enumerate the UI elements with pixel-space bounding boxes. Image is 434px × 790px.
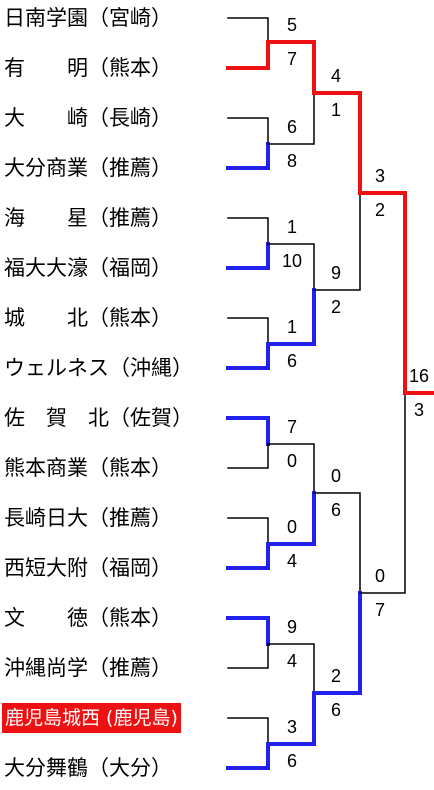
semifinal-score-bottom: 2 bbox=[374, 200, 385, 220]
round1-score-top: 6 bbox=[286, 117, 297, 137]
round2-match-bottom-path bbox=[266, 491, 316, 546]
semifinal-match-top-path bbox=[312, 91, 362, 195]
round1-score-top: 0 bbox=[286, 517, 297, 537]
semifinal-match-bottom-path bbox=[312, 591, 362, 695]
round1-score-bottom: 4 bbox=[286, 651, 297, 671]
round1-match-bottom-path bbox=[227, 643, 269, 669]
round1-match-bottom-path bbox=[226, 242, 270, 270]
round2-score-top: 0 bbox=[330, 466, 341, 486]
round1-match-top-path bbox=[227, 317, 269, 345]
team-name: 沖縄尚学（推薦） bbox=[4, 656, 172, 680]
final-match-bottom-path bbox=[359, 392, 406, 594]
team-name: 大分舞鶴（大分） bbox=[4, 756, 172, 780]
round1-score-top: 1 bbox=[286, 317, 297, 337]
round2-score-top: 9 bbox=[330, 263, 341, 283]
round2-score-bottom: 2 bbox=[330, 297, 341, 317]
round1-match-bottom-path bbox=[226, 542, 270, 570]
team-name: 城 北（熊本） bbox=[4, 306, 172, 330]
round2-match-top-path bbox=[267, 643, 315, 694]
round1-score-bottom: 4 bbox=[286, 551, 297, 571]
round2-match-bottom-path bbox=[267, 92, 315, 145]
round1-score-top: 5 bbox=[286, 15, 297, 35]
final-score-top: 16 bbox=[408, 366, 430, 386]
round1-match-bottom-path bbox=[226, 40, 270, 70]
round1-match-top-path bbox=[227, 517, 269, 545]
round1-match-bottom-path bbox=[226, 742, 270, 770]
semifinal-match-bottom-path bbox=[313, 192, 361, 291]
semifinal-score-top: 0 bbox=[374, 566, 385, 586]
team-name: 鹿児島城西 (鹿児島) bbox=[2, 703, 181, 733]
team-name: 日南学園（宮崎） bbox=[4, 6, 172, 30]
team-name: 有 明（熊本） bbox=[4, 56, 172, 80]
round2-match-bottom-path bbox=[266, 691, 316, 746]
round2-score-bottom: 6 bbox=[330, 500, 341, 520]
round2-match-top-path bbox=[267, 243, 315, 291]
round1-match-top-path bbox=[227, 117, 269, 145]
round1-score-top: 3 bbox=[286, 717, 297, 737]
round1-score-top: 9 bbox=[286, 617, 297, 637]
round1-score-top: 7 bbox=[286, 417, 297, 437]
team-name: 熊本商業（熊本） bbox=[4, 456, 172, 480]
round1-score-bottom: 0 bbox=[286, 451, 297, 471]
round2-score-top: 2 bbox=[330, 666, 341, 686]
team-name: 佐 賀 北（佐賀） bbox=[4, 406, 193, 430]
round2-match-top-path bbox=[266, 40, 316, 95]
round2-match-bottom-path bbox=[266, 288, 316, 346]
team-name: ウェルネス（沖縄） bbox=[4, 356, 193, 380]
final-match-top-path bbox=[358, 191, 407, 395]
semifinal-score-top: 3 bbox=[374, 166, 385, 186]
team-name: 大分商業（推薦） bbox=[4, 156, 172, 180]
round1-match-top-path bbox=[226, 416, 270, 446]
round1-match-top-path bbox=[227, 717, 269, 745]
team-name: 西短大附（福岡） bbox=[4, 556, 172, 580]
semifinal-match-top-path bbox=[313, 492, 361, 594]
round1-score-bottom: 7 bbox=[286, 49, 297, 69]
round1-score-top: 1 bbox=[286, 217, 297, 237]
round1-match-bottom-path bbox=[226, 342, 270, 370]
round1-match-bottom-path bbox=[227, 443, 269, 469]
round1-score-bottom: 8 bbox=[286, 151, 297, 171]
round2-match-top-path bbox=[267, 443, 315, 494]
team-name: 福大大濠（福岡） bbox=[4, 256, 172, 280]
round1-match-bottom-path bbox=[226, 142, 270, 170]
round1-match-top-path bbox=[227, 17, 269, 43]
team-name: 海 星（推薦） bbox=[4, 206, 172, 230]
round1-score-bottom: 6 bbox=[286, 351, 297, 371]
final-score-bottom: 3 bbox=[413, 400, 424, 420]
team-name: 文 徳（熊本） bbox=[4, 606, 172, 630]
team-name: 大 崎（長崎） bbox=[4, 106, 172, 130]
semifinal-score-bottom: 7 bbox=[374, 600, 385, 620]
round1-match-top-path bbox=[226, 616, 270, 646]
round2-score-bottom: 6 bbox=[330, 700, 341, 720]
round1-score-bottom: 6 bbox=[286, 751, 297, 771]
round1-score-bottom: 10 bbox=[281, 251, 303, 271]
round2-score-top: 4 bbox=[330, 66, 341, 86]
round2-score-bottom: 1 bbox=[330, 100, 341, 120]
round1-match-top-path bbox=[227, 217, 269, 245]
team-name: 長崎日大（推薦） bbox=[4, 506, 172, 530]
